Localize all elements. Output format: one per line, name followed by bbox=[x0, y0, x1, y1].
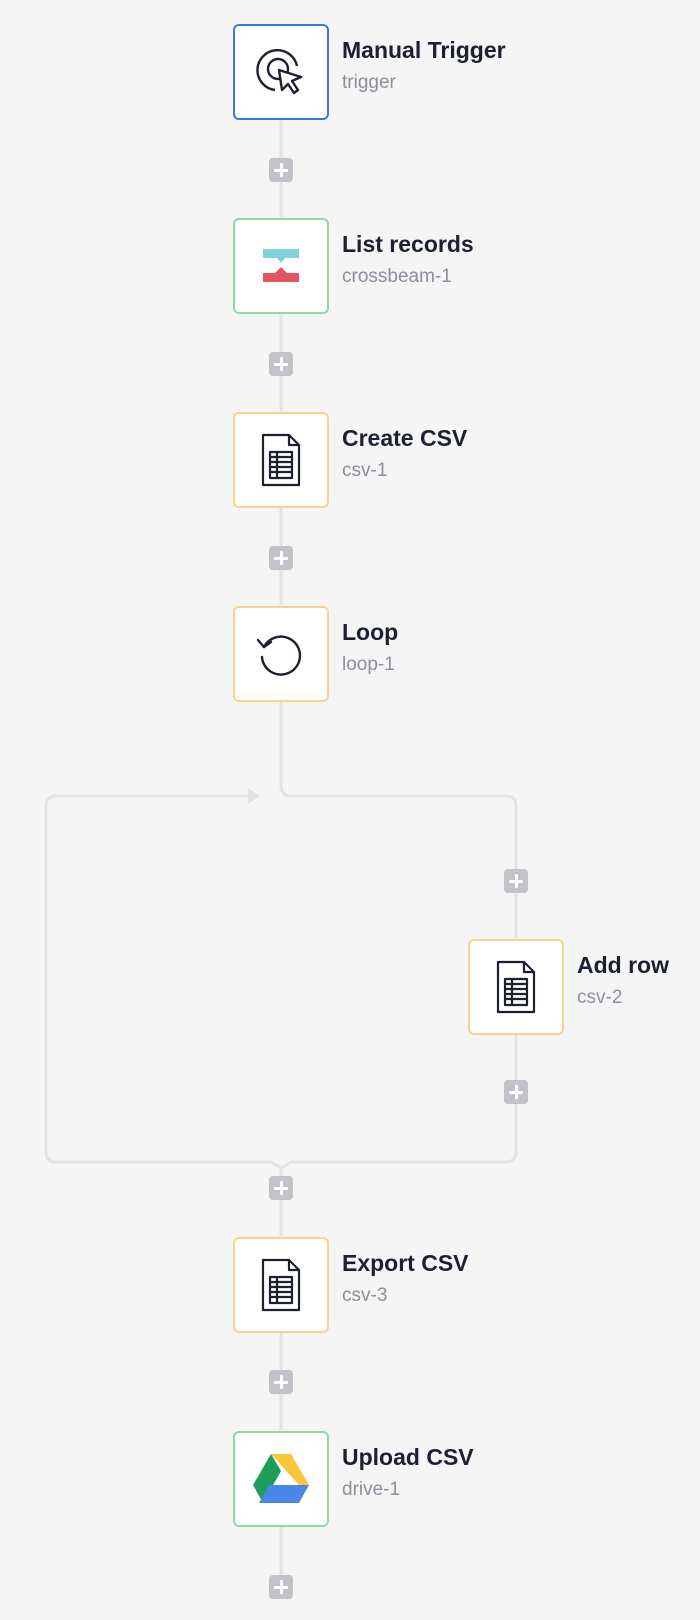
step-label-upload-csv: Upload CSV drive-1 bbox=[342, 1443, 474, 1502]
step-subtitle: crossbeam-1 bbox=[342, 266, 452, 287]
spreadsheet-file-icon bbox=[496, 960, 536, 1014]
step-title: Loop bbox=[342, 619, 399, 645]
step-label-trigger: Manual Trigger trigger bbox=[342, 36, 506, 95]
step-node-add-row[interactable] bbox=[468, 939, 564, 1035]
add-step-button[interactable] bbox=[269, 1370, 293, 1394]
spreadsheet-file-icon bbox=[261, 1258, 301, 1312]
step-node-trigger[interactable] bbox=[233, 24, 329, 120]
add-loop-step-button[interactable] bbox=[504, 869, 528, 893]
step-node-upload-csv[interactable] bbox=[233, 1431, 329, 1527]
step-label-create-csv: Create CSV csv-1 bbox=[342, 424, 467, 483]
step-title: Upload CSV bbox=[342, 1444, 474, 1470]
step-title: Manual Trigger bbox=[342, 37, 506, 63]
add-loop-step-button[interactable] bbox=[504, 1080, 528, 1104]
spreadsheet-file-icon bbox=[261, 433, 301, 487]
step-node-export-csv[interactable] bbox=[233, 1237, 329, 1333]
add-step-button[interactable] bbox=[269, 158, 293, 182]
step-title: Export CSV bbox=[342, 1250, 469, 1276]
crossbeam-logo-icon bbox=[263, 249, 299, 282]
loop-arrow-icon bbox=[256, 635, 302, 676]
step-node-list-records[interactable] bbox=[233, 218, 329, 314]
add-step-button[interactable] bbox=[269, 1575, 293, 1599]
step-label-export-csv: Export CSV csv-3 bbox=[342, 1249, 469, 1308]
step-label-list-records: List records crossbeam-1 bbox=[342, 230, 474, 289]
step-title: Add row bbox=[577, 952, 669, 978]
step-subtitle: csv-1 bbox=[342, 460, 388, 481]
google-drive-icon bbox=[253, 1454, 309, 1503]
add-step-button[interactable] bbox=[269, 352, 293, 376]
step-node-create-csv[interactable] bbox=[233, 412, 329, 508]
step-subtitle: drive-1 bbox=[342, 1479, 401, 1500]
step-subtitle: loop-1 bbox=[342, 654, 395, 675]
step-label-loop: Loop loop-1 bbox=[342, 618, 398, 677]
step-title: Create CSV bbox=[342, 425, 468, 451]
cursor-click-icon bbox=[256, 49, 303, 95]
step-subtitle: csv-2 bbox=[577, 987, 623, 1008]
step-label-add-row: Add row csv-2 bbox=[577, 951, 669, 1010]
add-step-button[interactable] bbox=[269, 1176, 293, 1200]
add-step-button[interactable] bbox=[269, 546, 293, 570]
step-node-loop[interactable] bbox=[233, 606, 329, 702]
step-title: List records bbox=[342, 231, 474, 257]
step-subtitle: trigger bbox=[342, 72, 396, 93]
step-subtitle: csv-3 bbox=[342, 1285, 388, 1306]
